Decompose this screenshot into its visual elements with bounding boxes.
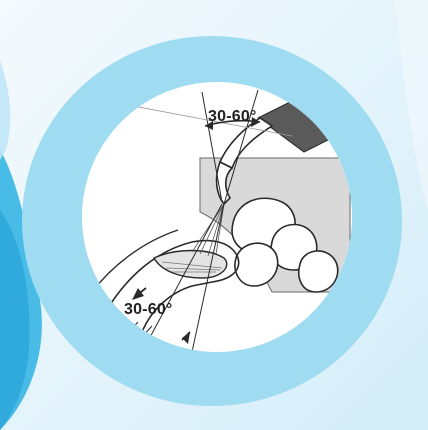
tooth-shape xyxy=(299,251,338,292)
angle-label-top: 30-60° xyxy=(208,108,257,126)
angle-label-bottom: 30-60° xyxy=(124,301,173,319)
instrument-handle xyxy=(258,92,352,152)
tooth-shape xyxy=(235,243,278,286)
tongue-shape xyxy=(154,251,227,279)
